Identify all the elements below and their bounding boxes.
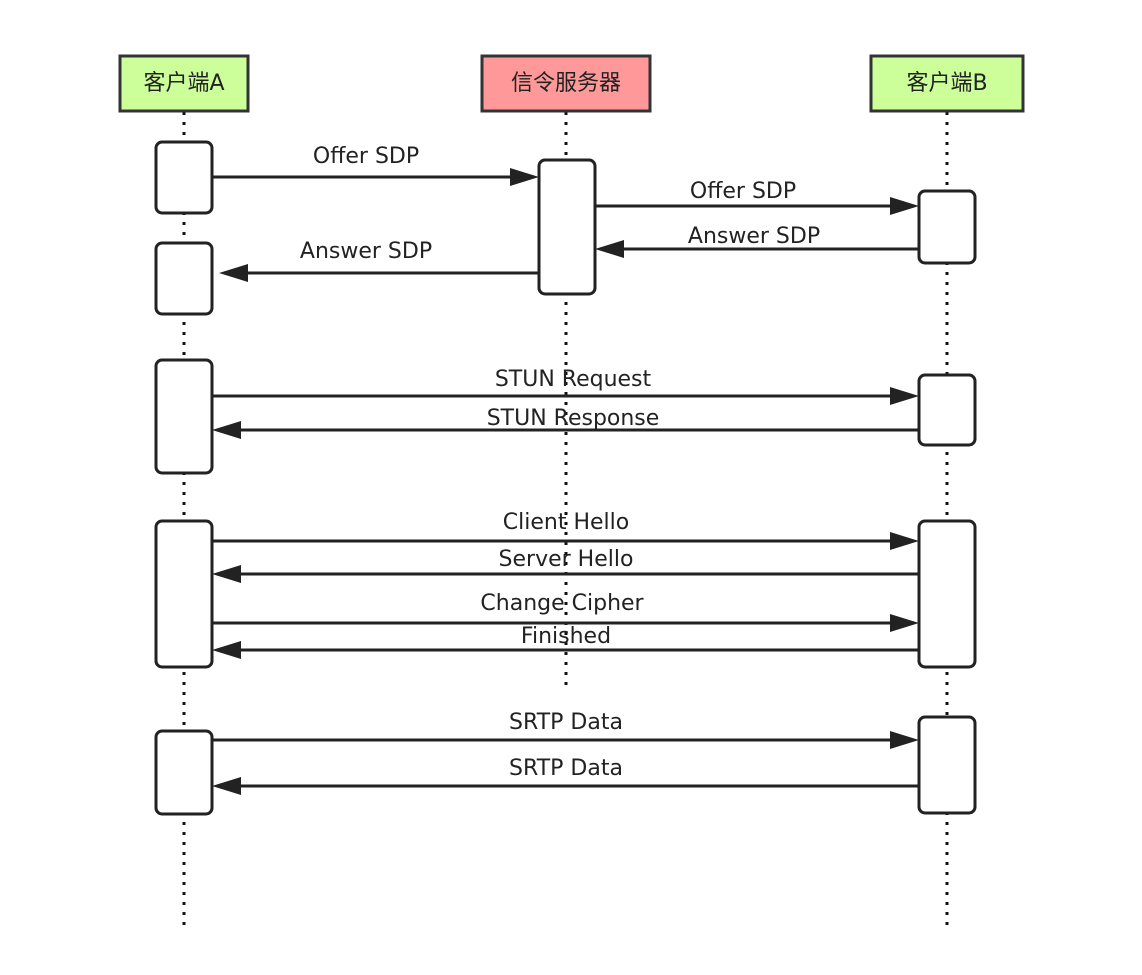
message-client-hello: Client Hello bbox=[212, 510, 919, 550]
activation-client-a-offer bbox=[154, 140, 214, 215]
arrowhead-left bbox=[595, 240, 624, 258]
message-label: SRTP Data bbox=[509, 756, 623, 781]
message-label: STUN Response bbox=[487, 406, 660, 431]
activation-client-a-dtls bbox=[154, 519, 214, 669]
arrowhead-right bbox=[890, 532, 919, 550]
arrowhead-right bbox=[890, 614, 919, 632]
participant-box-signaling-server bbox=[480, 54, 652, 113]
message-label: STUN Request bbox=[495, 367, 652, 392]
message-offer-sdp-to-client-b: Offer SDP bbox=[595, 179, 919, 215]
activation-client-a-answer bbox=[154, 241, 214, 316]
message-label: Change Cipher bbox=[480, 591, 644, 616]
message-label: Server Hello bbox=[499, 547, 634, 572]
activation-server bbox=[537, 158, 597, 296]
participant-box-client-b bbox=[869, 54, 1025, 113]
message-finished: Finished bbox=[212, 624, 919, 659]
message-label: Offer SDP bbox=[313, 144, 419, 169]
message-server-hello: Server Hello bbox=[212, 547, 919, 583]
arrowhead-left bbox=[212, 777, 241, 795]
message-label: SRTP Data bbox=[509, 710, 623, 735]
activation-client-b-stun bbox=[917, 373, 977, 447]
message-answer-sdp-to-server: Answer SDP bbox=[595, 224, 919, 258]
message-stun-response: STUN Response bbox=[212, 406, 919, 439]
activation-bars bbox=[154, 140, 977, 816]
message-label: Client Hello bbox=[503, 510, 629, 535]
arrowhead-right bbox=[890, 197, 919, 215]
participant-client-b: 客户端B bbox=[869, 54, 1025, 113]
activation-client-a-stun bbox=[154, 358, 214, 475]
message-label: Finished bbox=[521, 624, 611, 649]
activation-client-b-dtls bbox=[917, 519, 977, 669]
arrowhead-left bbox=[219, 264, 248, 282]
participant-client-a: 客户端A bbox=[118, 54, 250, 113]
message-srtp-data-to-client-b: SRTP Data bbox=[212, 710, 919, 749]
participant-box-client-a bbox=[118, 54, 250, 113]
activation-client-a-srtp bbox=[154, 729, 214, 816]
participant-signaling-server: 信令服务器 bbox=[480, 54, 652, 113]
message-label: Answer SDP bbox=[688, 224, 820, 249]
message-srtp-data-to-client-a: SRTP Data bbox=[212, 756, 919, 795]
message-stun-request: STUN Request bbox=[212, 367, 919, 405]
participant-label-signaling-server: 信令服务器 bbox=[511, 71, 621, 96]
arrowhead-left bbox=[212, 565, 241, 583]
activation-client-b-srtp bbox=[917, 715, 977, 815]
arrowhead-right bbox=[510, 168, 539, 186]
arrowhead-right bbox=[890, 731, 919, 749]
message-change-cipher: Change Cipher bbox=[212, 591, 919, 632]
message-label: Offer SDP bbox=[690, 179, 796, 204]
message-offer-sdp-to-server: Offer SDP bbox=[212, 144, 539, 186]
participant-label-client-b: 客户端B bbox=[906, 71, 987, 96]
participant-label-client-a: 客户端A bbox=[143, 71, 224, 96]
message-answer-sdp-to-client-a: Answer SDP bbox=[219, 239, 539, 282]
message-label: Answer SDP bbox=[300, 239, 432, 264]
arrowhead-left bbox=[212, 641, 241, 659]
arrowhead-right bbox=[890, 387, 919, 405]
activation-client-b-sdp bbox=[917, 189, 977, 265]
arrowhead-left bbox=[212, 421, 241, 439]
